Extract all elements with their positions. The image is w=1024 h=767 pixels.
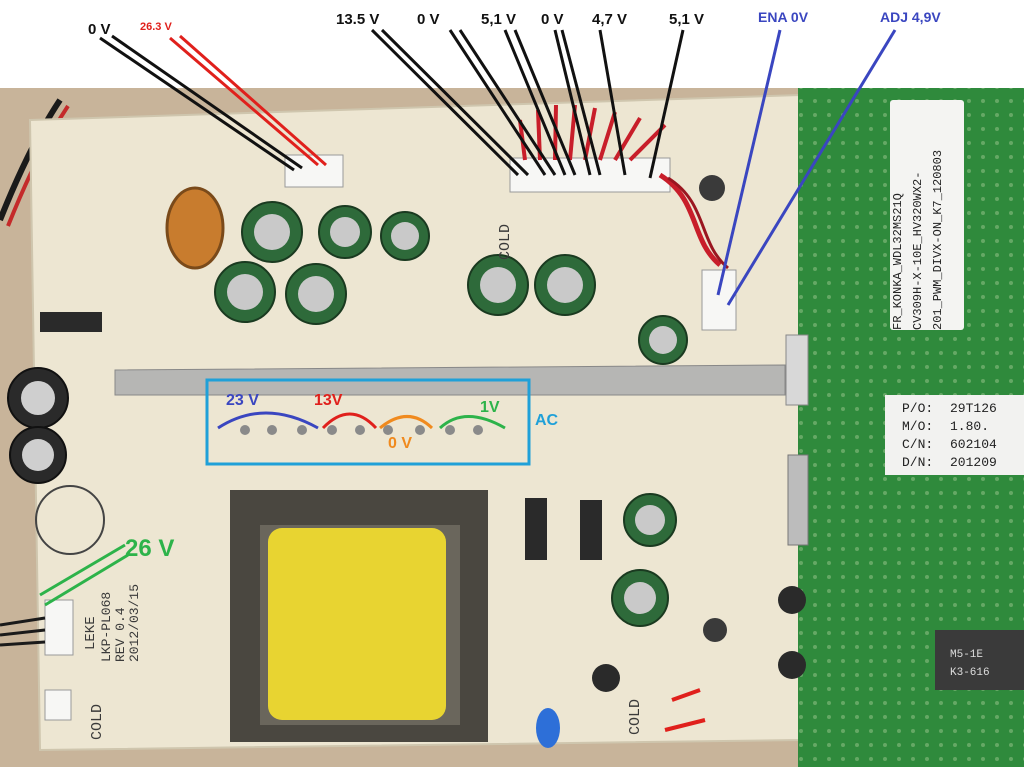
dn-label: D/N: [902, 455, 934, 470]
usb-connector [785, 334, 809, 406]
dn-value: 201209 [950, 455, 997, 470]
fw-line-3: 201_PWM_DIVX-ON_K7_120803 [931, 149, 945, 330]
ac-arc-23v [217, 411, 319, 430]
hatched-marker [35, 485, 105, 555]
transistor [592, 664, 620, 692]
mount-screw [699, 175, 725, 201]
label-0v-c: 0 V [541, 11, 564, 28]
psu-rev: REV 0.4 [113, 607, 128, 662]
red-mark-2 [664, 718, 706, 732]
label-0v-left: 0 V [88, 21, 111, 38]
psu-cold-right: COLD [627, 698, 644, 735]
label-ac-1v: 1V [480, 399, 500, 416]
label-5-1v-b: 5,1 V [669, 11, 705, 28]
led-connector [44, 599, 74, 656]
psu-brand: LEKE [83, 616, 99, 650]
mo-label: M/O: [902, 419, 934, 434]
hdmi-connector [787, 454, 809, 546]
label-13-5v: 13.5 V [336, 11, 380, 28]
toroid-coil [165, 186, 225, 270]
capacitors [7, 201, 688, 627]
transformer-coil [268, 528, 446, 720]
ac-arc-1v [438, 415, 506, 430]
label-led-26v: 26 V [125, 535, 175, 562]
mo-value: 1.80. [950, 419, 990, 434]
label-ac-23v: 23 V [226, 392, 259, 409]
ac-arc-13v [321, 412, 378, 430]
ac-arc-0v [379, 415, 434, 430]
label-ac: AC [535, 412, 559, 429]
diode-d6 [580, 500, 602, 560]
annotation-lines [99, 28, 897, 306]
psu-date: 2012/03/15 [127, 583, 142, 662]
po-label: P/O: [902, 401, 934, 416]
label-26-3v: 26.3 V [140, 21, 172, 33]
diode-d3 [40, 312, 102, 332]
audio-jack-2 [778, 651, 806, 679]
psu-cold-mid: COLD [497, 223, 514, 260]
red-mark [671, 688, 701, 702]
fw-line-1: FR_KONKA_WDL32MS21Q [891, 193, 905, 330]
led-26v-line [39, 543, 126, 597]
label-4-7v: 4,7 V [592, 11, 628, 28]
label-adj: ADJ 4,9V [880, 9, 941, 25]
cn-label: C/N: [902, 437, 934, 452]
cn-value: 602104 [950, 437, 997, 452]
label-ena: ENA 0V [758, 9, 809, 25]
ac-box [205, 378, 531, 466]
audio-jack [778, 586, 806, 614]
label-ac-0v: 0 V [388, 435, 413, 452]
psu-cold-left: COLD [89, 703, 106, 740]
cn2-connector [44, 689, 72, 721]
led-wires [0, 616, 46, 647]
ic-chip [935, 630, 1024, 690]
po-sticker [885, 395, 1024, 475]
psu-model: LKP-PL068 [99, 591, 114, 662]
blue-capacitor [536, 708, 560, 748]
label-0v-b: 0 V [417, 11, 440, 28]
led-26v-line-2 [44, 553, 129, 607]
mount-screw-2 [703, 618, 727, 642]
diode-d5 [525, 498, 547, 560]
ic-mark-2: K3-616 [950, 667, 990, 679]
fw-line-2: CV309H-X-10E_HV320WX2- [911, 171, 925, 330]
label-5-1v-a: 5,1 V [481, 11, 517, 28]
ic-mark-1: M5-1E [950, 649, 984, 661]
firmware-sticker [890, 100, 964, 330]
label-ac-13v: 13V [314, 392, 343, 409]
transformer-pins [240, 425, 483, 435]
po-value: 29T126 [950, 401, 997, 416]
